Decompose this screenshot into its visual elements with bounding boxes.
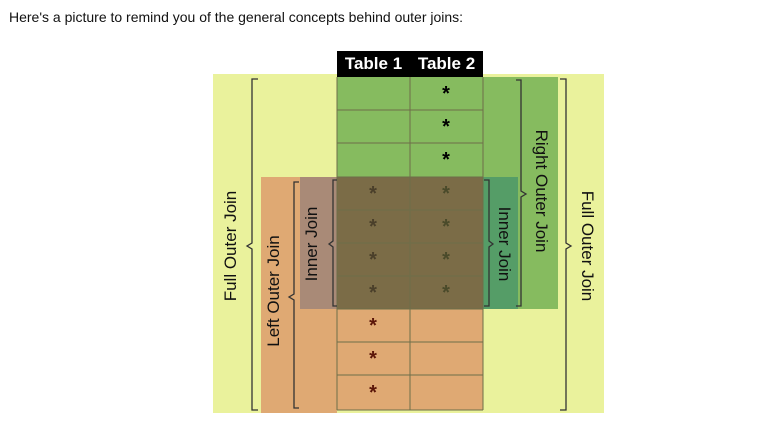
bracket-full-outer-right xyxy=(560,78,573,411)
star-match-row4-t1: * xyxy=(369,282,377,304)
star-match-row3-t2: * xyxy=(442,249,450,271)
table1-header: Table 1 xyxy=(337,51,410,77)
star-match-row4-t2: * xyxy=(442,282,450,304)
star-t1-row2: * xyxy=(369,348,377,370)
star-t1-row1: * xyxy=(369,315,377,337)
star-t2-row1: * xyxy=(442,83,450,105)
star-match-row2-t2: * xyxy=(442,216,450,238)
label-inner-join-left: Inner Join xyxy=(302,206,321,282)
star-t2-row2: * xyxy=(442,116,450,138)
star-match-row1-t1: * xyxy=(369,183,377,205)
star-t2-row3: * xyxy=(442,149,450,171)
bracket-inner-left xyxy=(327,179,337,307)
star-t1-row3: * xyxy=(369,382,377,404)
label-full-outer-join-left: Full Outer Join xyxy=(221,190,240,302)
label-left-outer-join: Left Outer Join xyxy=(264,235,283,347)
label-inner-join-right: Inner Join xyxy=(495,206,514,282)
label-full-outer-join-right: Full Outer Join xyxy=(578,190,597,302)
bracket-full-outer-left xyxy=(245,78,258,411)
star-match-row1-t2: * xyxy=(442,183,450,205)
bracket-inner-right xyxy=(484,179,495,307)
star-match-row3-t1: * xyxy=(369,249,377,271)
bracket-left-outer xyxy=(287,181,299,409)
star-match-row2-t1: * xyxy=(369,216,377,238)
bracket-right-outer xyxy=(516,79,528,307)
table-grid xyxy=(336,77,484,411)
intro-text: Here's a picture to remind you of the ge… xyxy=(9,9,464,25)
label-right-outer-join: Right Outer Join xyxy=(532,129,551,253)
table2-header: Table 2 xyxy=(410,51,483,77)
